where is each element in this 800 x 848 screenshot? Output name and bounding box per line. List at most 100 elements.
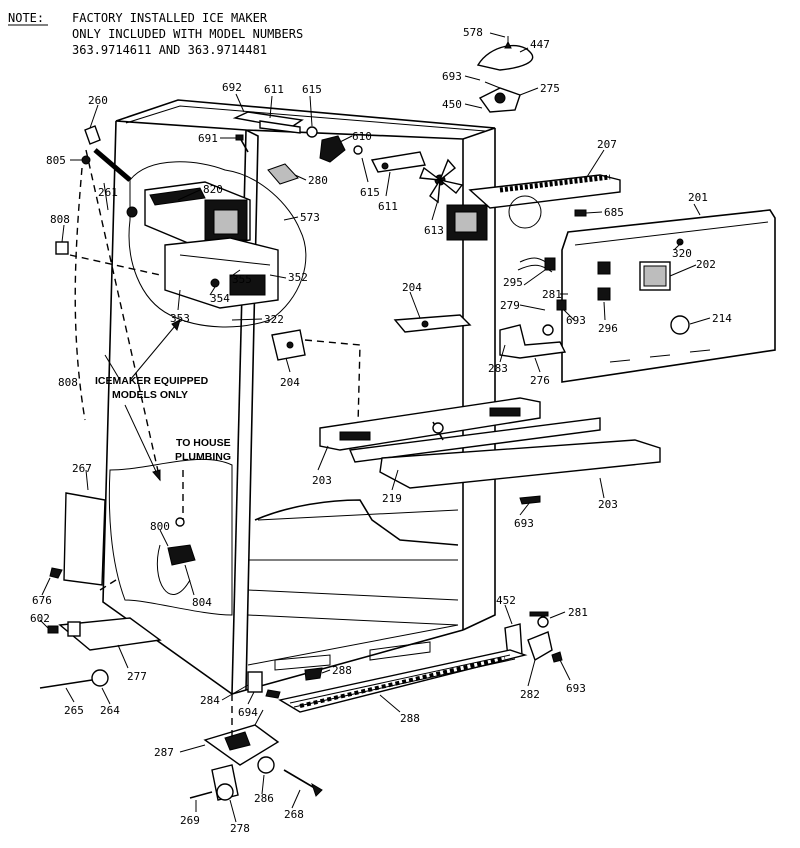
part-201-panel (561, 209, 776, 383)
part-label: 280 (308, 174, 328, 187)
part-label: 202 (696, 258, 716, 271)
part-label: 288 (400, 712, 420, 725)
part-label: 279 (500, 299, 520, 312)
part-260-waterline (84, 125, 132, 182)
part-label: 615 (360, 186, 380, 199)
part-label: 201 (688, 191, 708, 204)
part-label: 694 (238, 706, 258, 719)
part-label: 800 (150, 520, 170, 533)
part-label: 685 (604, 206, 624, 219)
part-label: 219 (382, 492, 402, 505)
part-label: 204 (402, 281, 422, 294)
part-204-hinge-left (271, 329, 361, 426)
part-label: 278 (230, 822, 250, 835)
note-line-1: FACTORY INSTALLED ICE MAKER (72, 11, 268, 25)
part-labels: 578 447 693 275 450 692 611 615 691 610 … (30, 26, 732, 835)
part-label: 611 (378, 200, 398, 213)
part-label: 610 (352, 130, 372, 143)
note-line-2: ONLY INCLUDED WITH MODEL NUMBERS (72, 27, 303, 41)
part-label: 693 (566, 314, 586, 327)
part-label: 207 (597, 138, 617, 151)
part-label: 676 (32, 594, 52, 607)
part-label: 267 (72, 462, 92, 475)
part-611-bracket (370, 151, 426, 173)
part-label: 283 (488, 362, 508, 375)
part-label: 320 (672, 247, 692, 260)
part-275-bracket (478, 81, 521, 113)
part-label: 573 (300, 211, 320, 224)
part-287-leveler (203, 709, 280, 766)
part-label: 447 (530, 38, 550, 51)
part-label: 805 (46, 154, 66, 167)
part-label: 693 (514, 517, 534, 530)
note-prefix: NOTE: (8, 11, 44, 25)
note: NOTE: FACTORY INSTALLED ICE MAKER ONLY I… (8, 11, 303, 57)
dash-line (69, 254, 161, 276)
part-label: 611 (264, 83, 284, 96)
note-line-3: 363.9714611 AND 363.9714481 (72, 43, 267, 57)
caption-line: ICEMAKER EQUIPPED (95, 375, 209, 387)
part-label: 352 (288, 271, 308, 284)
part-288-clip (304, 667, 323, 681)
part-288-grille (278, 649, 528, 713)
part-label: 820 (203, 183, 223, 196)
part-278-caster (189, 764, 239, 801)
part-label: 808 (58, 376, 78, 389)
part-label: 275 (540, 82, 560, 95)
part-label: 295 (503, 276, 523, 289)
part-label: 203 (598, 498, 618, 511)
part-label: 808 (50, 213, 70, 226)
part-label: 296 (598, 322, 618, 335)
part-label: 284 (200, 694, 220, 707)
part-label: 353 (170, 312, 190, 325)
part-label: 265 (64, 704, 84, 717)
leader-lines (39, 32, 711, 823)
part-613-fan (419, 158, 464, 204)
part-352-bin (164, 237, 279, 309)
part-label: 277 (127, 670, 147, 683)
part-label: 288 (332, 664, 352, 677)
part-label: 450 (442, 98, 462, 111)
part-label: 692 (222, 81, 242, 94)
part-685-screw (574, 209, 587, 217)
part-295-harness (517, 257, 556, 273)
part-label: 613 (424, 224, 444, 237)
part-label: 355 (232, 273, 252, 286)
part-267-panel (63, 492, 106, 586)
dash-line (85, 149, 161, 481)
part-label: 693 (442, 70, 462, 83)
part-264-roller (39, 669, 109, 689)
part-label: 452 (496, 594, 516, 607)
part-label: 322 (264, 313, 284, 326)
part-694-bracket (247, 671, 281, 699)
callout-arrows (104, 319, 181, 482)
part-label: 269 (180, 814, 200, 827)
part-label: 268 (284, 808, 304, 821)
part-203-rail-front (379, 439, 661, 489)
part-610-clip (319, 135, 363, 163)
part-label: 602 (30, 612, 50, 625)
part-label: 281 (568, 606, 588, 619)
part-label: 276 (530, 374, 550, 387)
part-label: 578 (463, 26, 483, 39)
part-282-hinge (527, 611, 553, 662)
part-label: 264 (100, 704, 120, 717)
part-label: 804 (192, 596, 212, 609)
part-fan-motor (446, 204, 488, 241)
part-label: 693 (566, 682, 586, 695)
part-693-screw-lower (551, 651, 563, 663)
part-800-valve (156, 517, 196, 595)
part-820-icemaker (126, 181, 251, 249)
part-label: 261 (98, 186, 118, 199)
part-label: 286 (254, 792, 274, 805)
part-276-hinge (499, 299, 567, 359)
part-204-hinge (393, 314, 472, 333)
part-label: 354 (210, 292, 230, 305)
dash-line (99, 579, 117, 591)
part-207-evaporator (468, 174, 621, 229)
part-label: 287 (154, 746, 174, 759)
part-611-bar-top (232, 111, 318, 138)
part-286-roller (257, 756, 275, 774)
part-280-damper (267, 163, 299, 185)
